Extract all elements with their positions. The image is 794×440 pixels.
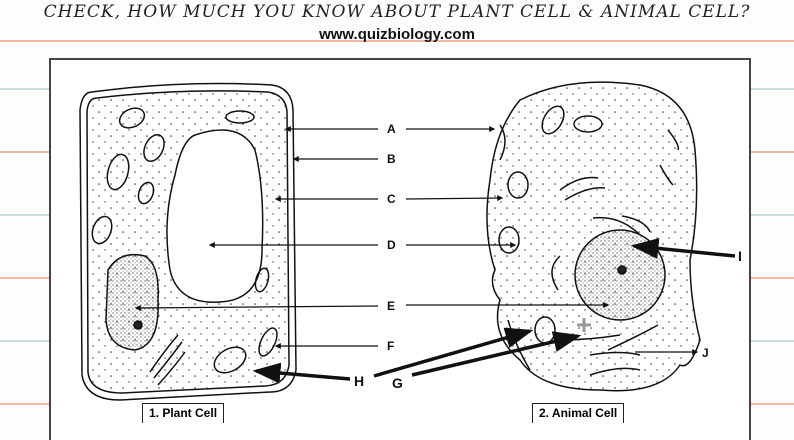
label-h: H (354, 373, 364, 389)
label-a: A (387, 122, 396, 136)
label-g: G (392, 375, 403, 391)
animal-membrane (486, 81, 701, 392)
cell-diagram: A B C D E F H G I J (79, 81, 742, 401)
animal-cell (486, 81, 701, 392)
label-e: E (387, 299, 395, 313)
label-c: C (387, 192, 396, 206)
label-i: I (738, 248, 742, 264)
vacuole (166, 129, 264, 303)
plant-nucleus (105, 253, 159, 351)
animal-nucleus (574, 229, 666, 321)
cell-wall (79, 82, 297, 401)
rule-line (0, 40, 794, 42)
pointer-lines (134, 126, 699, 355)
label-d: D (387, 238, 396, 252)
label-f: F (387, 339, 394, 353)
plant-cell-caption: 1. Plant Cell (142, 403, 225, 423)
label-j: J (702, 346, 709, 360)
plant-cell (79, 82, 297, 401)
label-b: B (387, 152, 396, 166)
bold-pointers (252, 237, 736, 384)
page-title: CHECK, HOW MUCH YOU KNOW ABOUT PLANT CEL… (43, 2, 751, 22)
website-url: www.quizbiology.com (319, 26, 475, 43)
animal-cell-caption: 2. Animal Cell (532, 403, 625, 423)
